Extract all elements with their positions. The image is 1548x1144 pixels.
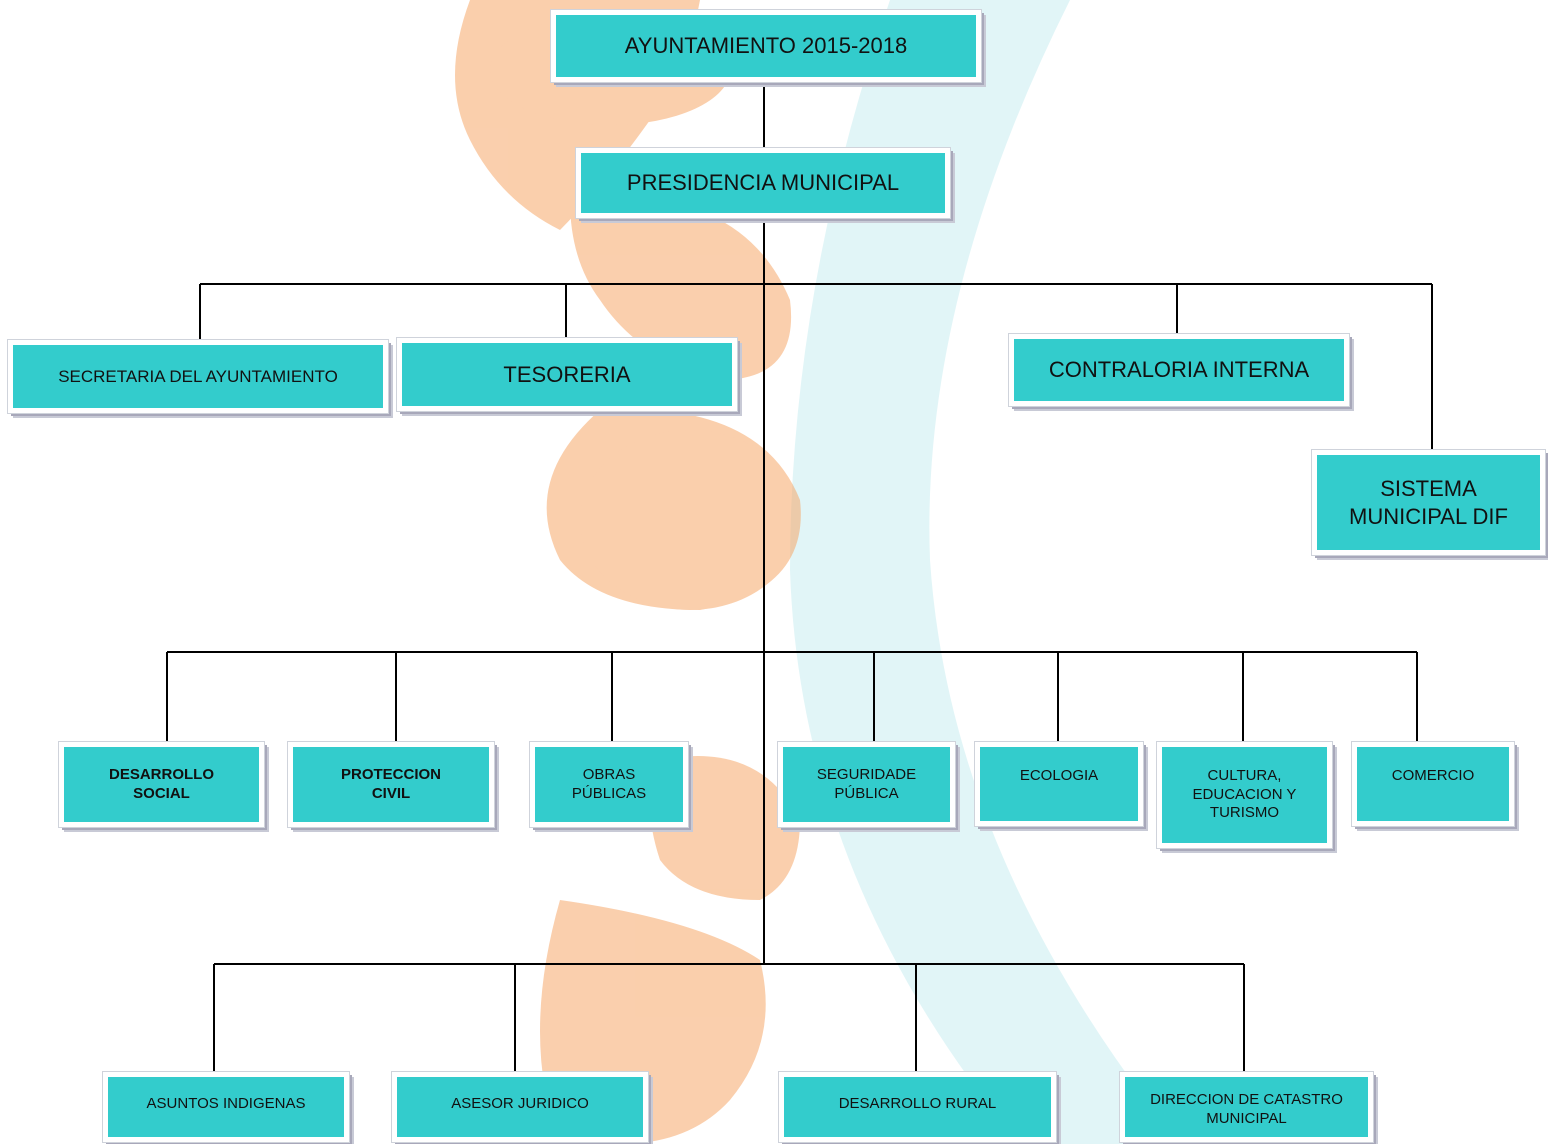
box-proteccion-civil: PROTECCION CIVIL (287, 741, 495, 828)
box-label: ASUNTOS INDIGENAS (146, 1095, 306, 1112)
box-label: ASESOR JURIDICO (451, 1095, 589, 1112)
box-desarrollo-rural: DESARROLLO RURAL (778, 1071, 1057, 1143)
box-label: CULTURA, EDUCACION Y TURISMO (1192, 766, 1297, 822)
box-seguridade-publica: SEGURIDADE PÚBLICA (777, 741, 956, 828)
box-label: DESARROLLO SOCIAL (109, 765, 214, 802)
box-label: DIRECCION DE CATASTRO MUNICIPAL (1150, 1091, 1343, 1127)
box-direccion-catastro: DIRECCION DE CATASTRO MUNICIPAL (1119, 1071, 1374, 1143)
box-desarrollo-social: DESARROLLO SOCIAL (58, 741, 265, 828)
box-tesoreria: TESORERIA (396, 337, 738, 412)
box-cultura-educacion-turismo: CULTURA, EDUCACION Y TURISMO (1156, 741, 1333, 849)
box-ecologia: ECOLOGIA (974, 741, 1144, 827)
box-label: SECRETARIA DEL AYUNTAMIENTO (58, 366, 338, 386)
box-contraloria: CONTRALORIA INTERNA (1008, 333, 1350, 407)
box-label: COMERCIO (1391, 767, 1475, 784)
box-ayuntamiento: AYUNTAMIENTO 2015-2018 (550, 9, 982, 83)
box-label: SISTEMA MUNICIPAL DIF (1349, 476, 1508, 529)
box-label: SEGURIDADE PÚBLICA (816, 765, 917, 802)
box-label: CONTRALORIA INTERNA (1048, 357, 1310, 383)
box-comercio: COMERCIO (1351, 741, 1515, 827)
box-label: PRESIDENCIA MUNICIPAL (626, 170, 900, 196)
box-secretaria: SECRETARIA DEL AYUNTAMIENTO (7, 339, 389, 414)
box-obras-publicas: OBRAS PÚBLICAS (529, 741, 689, 828)
box-label: TESORERIA (503, 361, 631, 387)
box-label: OBRAS PÚBLICAS (571, 765, 647, 802)
watermark-arc (790, 0, 1180, 1144)
box-presidencia: PRESIDENCIA MUNICIPAL (575, 147, 951, 219)
box-label: PROTECCION CIVIL (340, 765, 441, 802)
box-label: DESARROLLO RURAL (838, 1095, 997, 1112)
box-label: ECOLOGIA (1019, 767, 1099, 784)
box-label: AYUNTAMIENTO 2015-2018 (624, 33, 908, 59)
box-sistema-dif: SISTEMA MUNICIPAL DIF (1311, 449, 1546, 556)
box-asuntos-indigenas: ASUNTOS INDIGENAS (102, 1071, 350, 1143)
box-asesor-juridico: ASESOR JURIDICO (391, 1071, 649, 1143)
